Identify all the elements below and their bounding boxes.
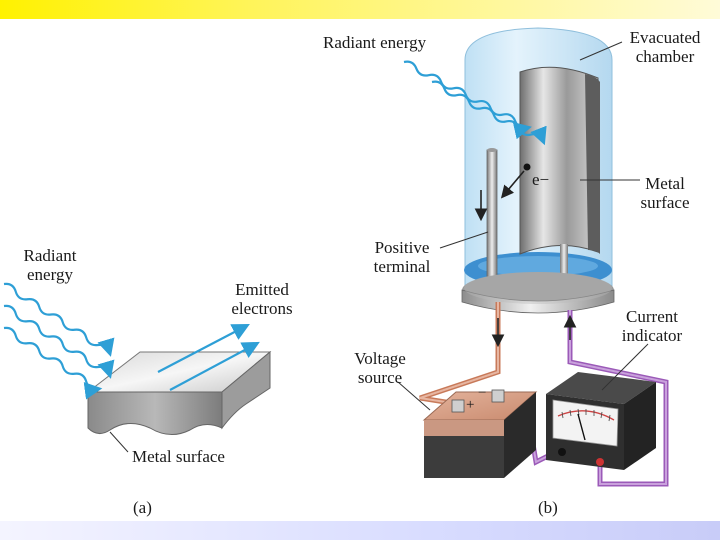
- battery: [422, 389, 538, 478]
- emitted-electrons-label: Emitted electrons: [231, 280, 293, 318]
- battery-minus-sign: −: [478, 385, 487, 401]
- current-indicator-label: Current indicator: [621, 307, 683, 345]
- panel-a-metal-surface-label: Metal surface: [132, 447, 225, 466]
- panel-b-caption: (b): [538, 498, 558, 517]
- panel-b-metal-surface-label: Metal surface: [640, 174, 690, 212]
- panel-b-radiant-waves: [403, 60, 547, 146]
- panel-a-radiant-waves: [3, 282, 115, 400]
- panel-a-metal-slab: [86, 350, 272, 435]
- panel-b-leader-lines: [397, 41, 649, 411]
- current-meter: [546, 372, 656, 470]
- panel-a-caption: (a): [133, 498, 152, 517]
- metal-plate: [519, 66, 600, 274]
- panel-a-radiant-energy-label: Radiant energy: [23, 246, 77, 284]
- evacuated-chamber-label: Evacuated chamber: [629, 28, 701, 66]
- top-accent-band: [0, 0, 720, 19]
- bottom-accent-band: [0, 521, 720, 540]
- electron-label: e−: [532, 170, 550, 189]
- chamber-base: [461, 272, 615, 314]
- panel-b-radiant-energy-label: Radiant energy: [323, 33, 427, 52]
- voltage-source-label: Voltage source: [354, 349, 406, 387]
- panel-a-leader-lines: [109, 431, 129, 453]
- positive-terminal-label: Positive terminal: [373, 238, 431, 276]
- panel-a-electron-arrows: [157, 323, 260, 391]
- wire-flow-arrows: [491, 314, 577, 348]
- positive-terminal-rod: [486, 148, 498, 287]
- electron-path: [474, 163, 531, 222]
- battery-plus-sign: +: [466, 397, 475, 413]
